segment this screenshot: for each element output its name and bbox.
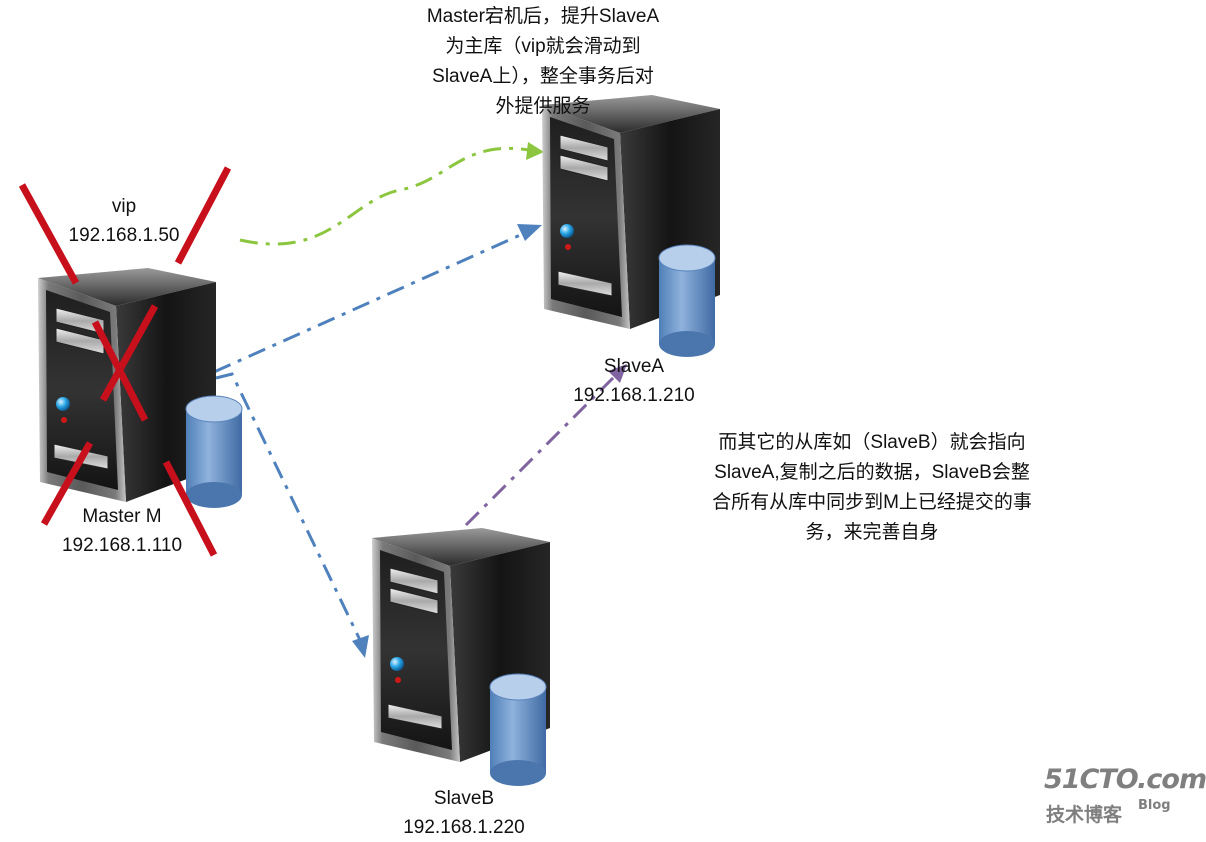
note-failover-line: 为主库（vip就会滑动到	[445, 36, 641, 57]
watermark-sub: 技术博客	[1046, 804, 1123, 826]
master-name: Master M	[82, 506, 162, 527]
slaveb-to-slavea-arrow	[464, 375, 616, 527]
note-failover-line: Master宕机后，提升SlaveA	[426, 6, 660, 27]
note-slaveb-line: SlaveA,复制之后的数据，SlaveB会整	[714, 462, 1030, 483]
note-slaveb: 而其它的从库如（SlaveB）就会指向 SlaveA,复制之后的数据，Slave…	[682, 428, 1062, 548]
slaveb-server	[371, 527, 551, 787]
master-failed-x	[40, 304, 218, 557]
slavea-server	[541, 94, 721, 358]
note-failover-line: 外提供服务	[495, 96, 591, 117]
vip-failed-x	[18, 166, 232, 285]
slaveb-name: SlaveB	[433, 788, 495, 809]
note-slaveb-line: 务，来完善自身	[805, 522, 939, 543]
note-slaveb-line: 而其它的从库如（SlaveB）就会指向	[718, 432, 1026, 453]
slaveb-label: SlaveB 192.168.1.220	[384, 784, 544, 842]
master-to-slaveb-arrowhead	[352, 635, 369, 658]
vip-failover-arrowhead	[526, 142, 544, 160]
master-server	[37, 267, 243, 509]
vip-label: vip 192.168.1.50	[54, 192, 194, 250]
vip-ip: 192.168.1.50	[68, 225, 180, 246]
master-ip: 192.168.1.110	[61, 535, 183, 556]
slavea-name: SlaveA	[603, 356, 665, 377]
master-to-slaveb-arrow	[215, 372, 362, 641]
vip-failover-arrow	[239, 147, 531, 246]
master-to-slavea-arrowhead	[517, 224, 542, 241]
note-slaveb-line: 合所有从库中同步到M上已经提交的事	[712, 492, 1032, 513]
slavea-ip: 192.168.1.210	[573, 385, 695, 406]
note-failover-line: SlaveA上），整全事务后对	[432, 66, 654, 87]
slaveb-ip: 192.168.1.220	[403, 817, 525, 838]
watermark-blog: Blog	[1138, 798, 1171, 813]
slaveb-to-slavea-arrowhead	[608, 364, 627, 383]
slavea-label: SlaveA 192.168.1.210	[554, 352, 714, 410]
master-to-slavea-arrow	[213, 230, 528, 374]
master-label: Master M 192.168.1.110	[42, 502, 202, 560]
note-failover: Master宕机后，提升SlaveA 为主库（vip就会滑动到 SlaveA上）…	[398, 2, 688, 122]
vip-name: vip	[111, 196, 137, 217]
watermark-site: 51CTO.com	[1044, 764, 1206, 795]
